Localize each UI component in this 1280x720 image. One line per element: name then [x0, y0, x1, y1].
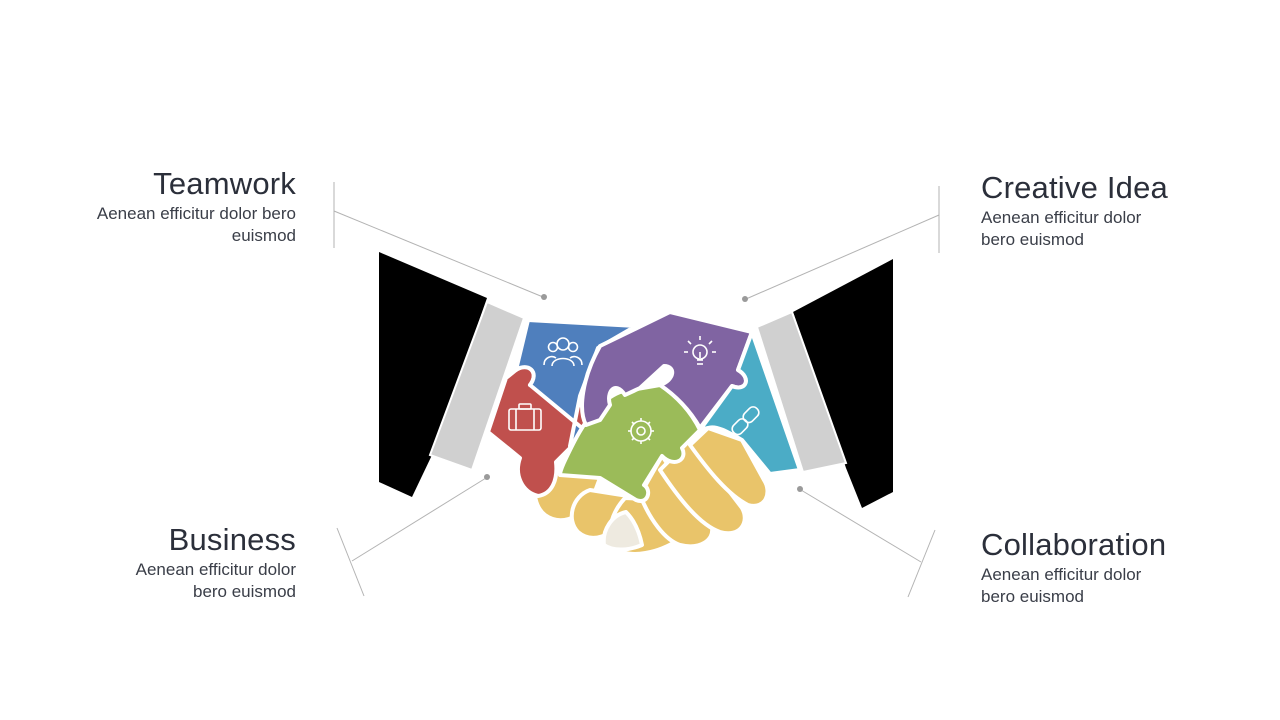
connector-creative-dot: [742, 296, 748, 302]
connector-collab-bar: [907, 529, 936, 598]
teamwork-title: Teamwork: [153, 166, 296, 201]
right-cuff: [755, 310, 848, 474]
label-collaboration: Collaboration Aenean efficitur dolor ber…: [981, 527, 1221, 608]
right-sleeve: [793, 259, 893, 508]
label-creative-idea: Creative Idea Aenean efficitur dolor ber…: [981, 170, 1221, 251]
label-teamwork: Teamwork Aenean efficitur dolor bero eui…: [56, 166, 296, 247]
collaboration-desc: Aenean efficitur dolor bero euismod: [981, 565, 1142, 606]
left-cuff: [428, 300, 526, 472]
left-arm: [379, 252, 526, 497]
finger-4: [638, 454, 715, 549]
link-icon: [731, 406, 760, 436]
connector-collab-line: [800, 489, 922, 563]
collaboration-title: Collaboration: [981, 527, 1167, 562]
finger-6: [688, 426, 770, 508]
connector-teamwork-line: [333, 210, 544, 298]
label-business: Business Aenean efficitur dolor bero eui…: [56, 522, 296, 603]
right-arm: [755, 259, 893, 508]
connector-business-dot: [484, 474, 490, 480]
connector-creative-line: [745, 214, 940, 300]
business-title: Business: [168, 522, 296, 557]
thumbnail: [601, 510, 644, 552]
connectors: [333, 182, 940, 598]
connector-teamwork-dot: [541, 294, 547, 300]
lightbulb-icon: [684, 336, 716, 365]
people-icon: [543, 337, 583, 367]
left-sleeve: [379, 252, 487, 497]
teamwork-desc: Aenean efficitur dolor bero euismod: [96, 204, 296, 245]
finger-5: [658, 438, 747, 536]
creative-idea-title: Creative Idea: [981, 170, 1168, 205]
creative-idea-desc: Aenean efficitur dolor bero euismod: [981, 208, 1142, 249]
puzzle-hands: [486, 310, 802, 556]
connector-collab-dot: [797, 486, 803, 492]
piece-teal: [698, 330, 802, 476]
briefcase-icon: [508, 403, 542, 431]
business-desc: Aenean efficitur dolor bero euismod: [135, 560, 296, 601]
gear-icon: [628, 418, 654, 444]
connector-business-line: [351, 477, 487, 562]
connector-business-bar: [336, 527, 365, 597]
